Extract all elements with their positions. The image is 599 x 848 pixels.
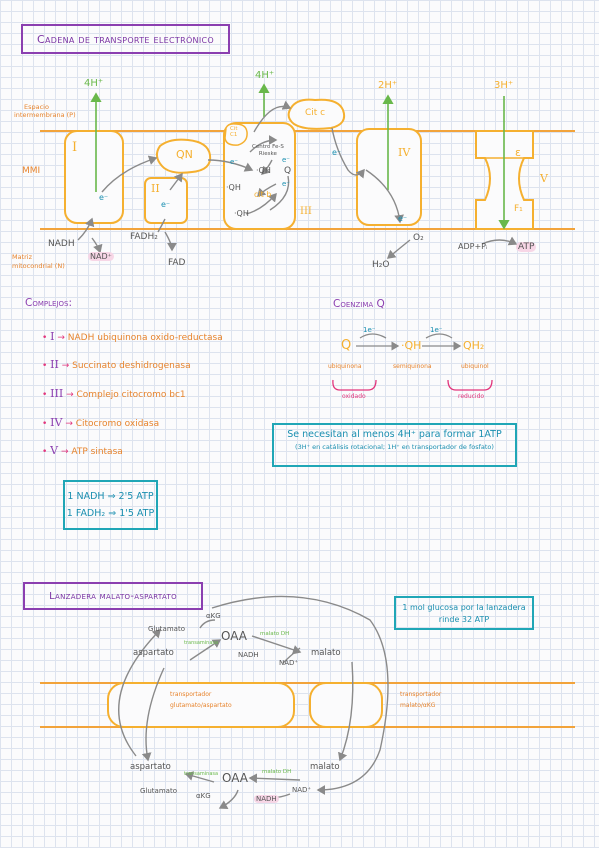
cit-c1-label: Cit C1 [230,126,238,138]
coenzima-qh2: QH₂ [463,339,485,352]
label-matriz: Matriz mitocondrial (N) [12,253,65,270]
aspartato-bottom: aspartato [130,762,171,772]
electron-citc: e⁻ [332,148,342,157]
transporter-2-label: transportador malato/αKG [400,691,442,709]
coenzima-semiquinona: semiquinona [393,363,432,370]
protons-note-line2: (3H⁺ en catálisis rotacional; 1H⁺ en tra… [295,443,494,451]
akg-bottom: αKG [196,792,211,800]
epsilon-label: ε [515,146,521,159]
complejos-title: Complejos: [25,297,72,309]
protons-complex-iii: 4H⁺ [255,70,275,81]
electron-iii-b: e⁻ [282,156,291,164]
malato-bottom: malato [310,762,340,772]
coenzima-qh: ·QH [401,339,422,352]
oaa-bottom: OAA [222,771,248,785]
malato-top: malato [311,648,341,658]
coenzima-e2: 1e⁻ [430,326,443,334]
cit-c1-shape [224,123,248,146]
electron-iv: e⁻ [398,214,408,223]
complex-i-label: I [72,140,78,155]
coenzima-oxidado: oxidado [342,393,366,400]
complex-iv-label: IV [398,146,411,159]
citb-label: cit b [254,190,272,199]
electron-iii-c: e⁻ [282,180,291,188]
atp-yield-nadh: 1 NADH ⇒ 2'5 ATP [67,491,154,502]
protons-complex-v: 3H⁺ [494,80,514,91]
complex-iii-label: III [300,206,312,217]
f1-label: F₁ [514,204,523,214]
nadh-top: NADH [238,651,259,659]
protons-note-line1: Se necesitan al menos 4H⁺ para formar 1A… [287,429,502,440]
oaa-top: OAA [221,629,247,643]
transaminasa-bottom: transaminasa [184,771,219,777]
malato-dh-top: malato DH [260,631,290,637]
malato-dh-bottom: malato DH [262,769,292,775]
complejo-item-5: • V → ATP sintasa [42,444,123,457]
coenzima-reducido: reducido [458,393,485,400]
aspartato-top: aspartato [133,648,174,658]
qh-label-c: ·QH [234,209,249,218]
electron-iii-a: e⁻ [230,158,239,166]
coenzima-ubiquinol: ubiquinol [461,363,489,370]
protons-note-box: Se necesitan al menos 4H⁺ para formar 1A… [272,423,517,467]
protons-complex-i: 4H⁺ [84,78,104,89]
section-title-cadena: Cadena de transporte electrónico [21,24,230,54]
centro-fes-label: Centro Fe-S Rieske [252,144,284,157]
electron-i: e⁻ [99,193,109,202]
coenzima-ubiquinona: ubiquinona [328,363,362,370]
citc-label: Cit c [305,108,326,118]
nad-top: NAD⁺ [279,659,299,667]
coenzima-title: Coenzima Q [333,298,385,310]
nadh-bottom: NADH [254,795,279,803]
h2o-label: H₂O [372,260,390,270]
akg-top: αKG [206,612,221,620]
complex-iv-shape [356,128,422,226]
fadh2-label: FADH₂ [130,232,158,242]
complex-ii-shape [144,177,188,224]
electron-ii: e⁻ [161,200,171,209]
qn-label: QN [176,148,193,161]
q-label-a: Q [284,166,292,176]
adp-label: ADP+Pᵢ [458,242,488,251]
glutamato-bottom: Glutamato [140,787,177,795]
complejo-item-2: • II → Succinato deshidrogenasa [42,358,191,371]
complejo-item-3: • III → Complejo citocromo bc1 [42,387,186,400]
nad-label: NAD⁺ [88,252,114,261]
coenzima-q: Q [341,338,352,353]
label-espacio: Espacio intermembrana (P) [14,103,76,119]
transporter-2-shape [309,682,383,728]
qh-label-b: ·QH [226,183,241,192]
qn-shape [156,138,212,174]
coenzima-e1: 1e⁻ [363,326,376,334]
citc-shape [287,98,346,130]
transporter-1-label: transportador glutamato/aspartato [170,691,232,709]
complejo-item-1: • I → NADH ubiquinona oxido-reductasa [42,330,223,343]
o2-label: O₂ [413,233,424,243]
nadh-label: NADH [48,239,75,249]
label-mmi: MMI [22,166,41,176]
transporter-1-shape [107,682,295,728]
atp-label: ATP [516,242,537,252]
glutamato-top: Glutamato [148,625,185,633]
section-title-lanzadera: Lanzadera malato-aspartato [23,582,203,610]
complex-shapes [64,122,534,230]
qh-label-a: ·QH [256,166,271,175]
complejo-item-4: • IV → Citocromo oxidasa [42,416,160,429]
glucosa-box: 1 mol glucosa por la lanzadera rinde 32 … [394,596,534,630]
complex-ii-label: II [151,182,160,195]
complex-v-label: V [540,172,548,185]
fad-label: FAD [168,258,186,268]
protons-complex-iv: 2H⁺ [378,80,398,91]
atp-yield-box: 1 NADH ⇒ 2'5 ATP 1 FADH₂ ⇒ 1'5 ATP [63,480,158,530]
nad-bottom: NAD⁺ [292,786,312,794]
transaminasa-top: transaminasa [184,640,219,646]
atp-yield-fadh2: 1 FADH₂ ⇒ 1'5 ATP [66,508,155,519]
